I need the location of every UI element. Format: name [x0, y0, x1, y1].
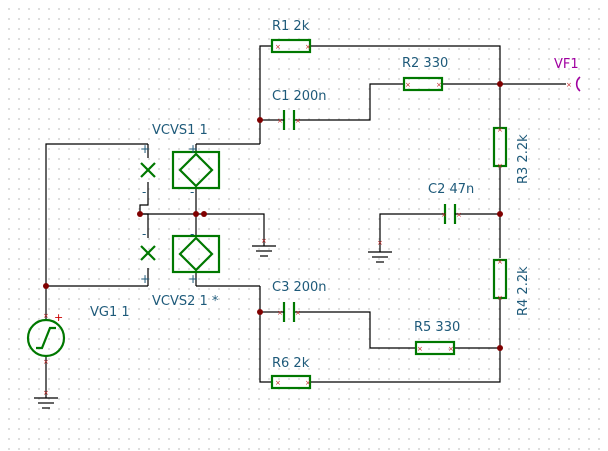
vcvs2-symbol[interactable] — [140, 225, 221, 286]
ground-icon — [368, 248, 392, 263]
wire-r1-left — [259, 45, 272, 144]
voltage-probe-vf1-icon[interactable] — [575, 76, 581, 92]
junction-dot — [497, 211, 503, 217]
pin-marker: × — [275, 379, 281, 387]
vcvs1-symbol[interactable] — [140, 144, 221, 194]
resistor-r5-symbol[interactable] — [414, 340, 456, 356]
wire-r1-right — [310, 45, 501, 84]
wire-common-top — [139, 194, 149, 225]
pin-markers: × × × × × × × × × × × × × × × × × × × × … — [43, 43, 572, 397]
capacitor-c3-symbol[interactable] — [274, 302, 296, 322]
junction-dot — [137, 211, 143, 217]
pin-marker: × — [295, 309, 301, 317]
vg1-label: VG1 1 — [90, 305, 130, 320]
vcvs1-in-minus-sign: - — [142, 185, 146, 199]
pin-marker: × — [441, 211, 447, 219]
voltage-generator-vg1-symbol[interactable] — [26, 318, 66, 358]
vcvs2-label: VCVS2 1 * — [152, 294, 219, 309]
vf1-label: VF1 — [554, 57, 579, 72]
ground-icon — [34, 397, 58, 409]
wire-c1-right — [294, 83, 404, 121]
wire-r4-bottom — [310, 298, 501, 383]
vcvs2-out-plus-sign: + — [188, 272, 198, 286]
pin-marker: × — [566, 81, 572, 89]
c3-label: C3 200n — [272, 280, 327, 295]
pin-marker: × — [295, 117, 301, 125]
wire-common-bus — [140, 213, 265, 238]
junction-dot — [43, 283, 49, 289]
r3-label: R3 2.2k — [516, 134, 531, 184]
junctions — [43, 81, 503, 351]
pin-marker: × — [417, 345, 423, 353]
r5-label: R5 330 — [414, 320, 460, 335]
pin-marker: × — [277, 309, 283, 317]
wire-c2-left — [379, 213, 440, 248]
junction-dot — [257, 309, 263, 315]
wire-c3-right — [294, 311, 416, 349]
r6-label: R6 2k — [272, 356, 310, 371]
vcvs2-in-plus-sign: + — [140, 272, 150, 286]
wire-input-top — [45, 143, 148, 286]
pin-marker: × — [43, 389, 49, 397]
pin-marker: × — [448, 345, 454, 353]
resistor-r1-symbol[interactable] — [270, 38, 312, 54]
resistor-r6-symbol[interactable] — [270, 374, 312, 390]
wire-r6-left — [259, 286, 272, 383]
c1-label: C1 200n — [272, 89, 327, 104]
junction-dot — [257, 117, 263, 123]
pin-marker: × — [497, 258, 503, 266]
pin-marker: × — [261, 237, 267, 245]
r4-label: R4 2.2k — [516, 266, 531, 316]
capacitor-c2-symbol[interactable] — [440, 204, 460, 224]
pin-marker: × — [497, 126, 503, 134]
ground-icon — [252, 238, 276, 257]
junction-dot — [497, 81, 503, 87]
junction-dot — [201, 211, 207, 217]
capacitor-c1-symbol[interactable] — [274, 110, 296, 130]
r2-label: R2 330 — [402, 56, 448, 71]
junction-dot — [193, 211, 199, 217]
vcvs1-out-minus-sign: - — [190, 185, 194, 199]
junction-dot — [497, 345, 503, 351]
pin-marker: × — [305, 379, 311, 387]
pin-marker: × — [436, 81, 442, 89]
pin-marker: × — [305, 43, 311, 51]
pin-marker: × — [456, 211, 462, 219]
vcvs1-in-plus-sign: + — [140, 142, 150, 156]
pin-marker: × — [497, 294, 503, 302]
pin-marker: × — [405, 81, 411, 89]
c2-label: C2 47n — [428, 182, 474, 197]
vcvs1-label: VCVS1 1 — [152, 123, 208, 138]
pin-marker: × — [497, 162, 503, 170]
pin-marker: × — [277, 117, 283, 125]
resistor-r4-symbol[interactable] — [492, 258, 508, 300]
vcvs2-in-minus-sign: - — [142, 227, 146, 241]
pin-marker: × — [377, 239, 383, 247]
r1-label: R1 2k — [272, 19, 310, 34]
vcvs2-out-minus-sign: - — [190, 227, 194, 241]
pin-marker: × — [43, 358, 49, 366]
vcvs1-out-plus-sign: + — [188, 142, 198, 156]
resistor-r2-symbol[interactable] — [402, 76, 444, 92]
pin-marker: × — [43, 312, 49, 320]
vg1-plus-sign: + — [54, 311, 63, 324]
pin-marker: × — [275, 43, 281, 51]
resistor-r3-symbol[interactable] — [492, 126, 508, 168]
